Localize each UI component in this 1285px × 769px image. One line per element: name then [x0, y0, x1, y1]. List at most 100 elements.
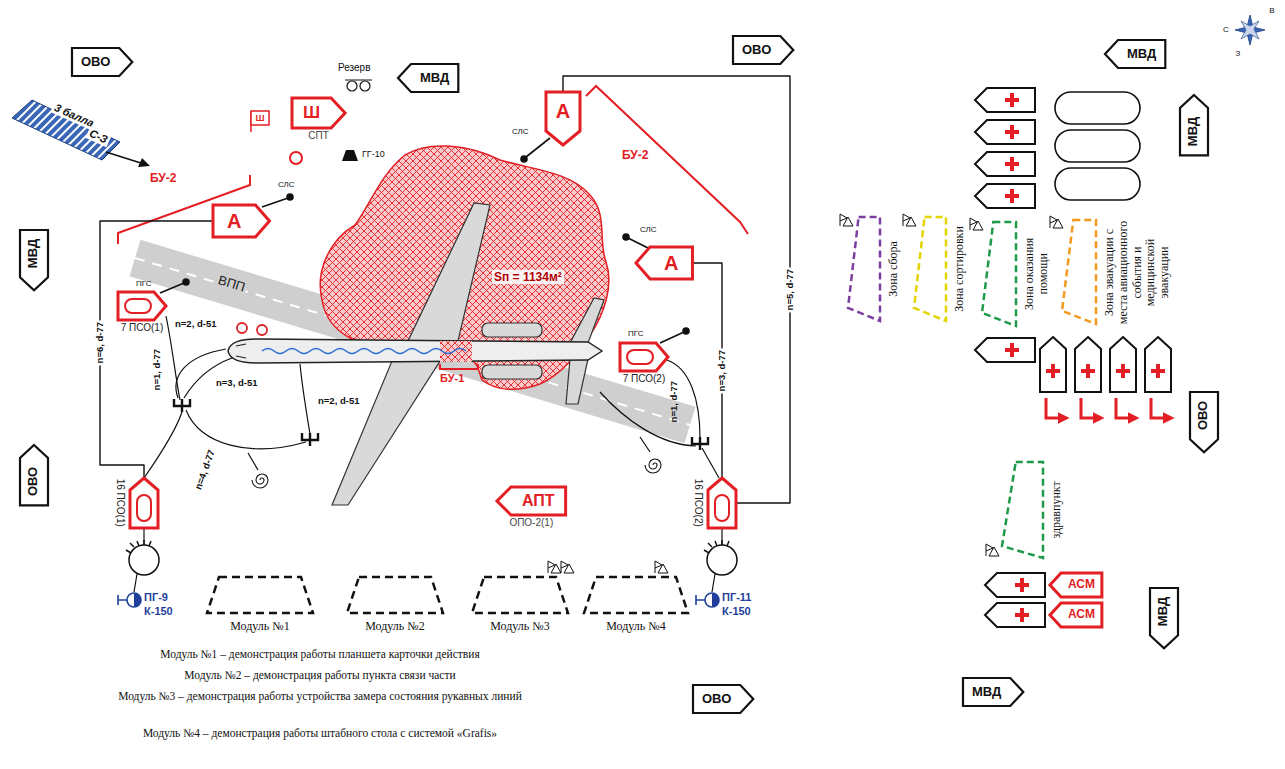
annotation: СЛС: [640, 225, 657, 235]
service-tag: МВД: [963, 678, 1023, 706]
service-tag-shape: [1150, 588, 1178, 648]
compass-rose: [1235, 15, 1265, 45]
service-name: МВД: [972, 685, 1001, 700]
nozzles: [628, 238, 648, 248]
zone-outline-shape: [914, 217, 946, 321]
fire-vehicle-shape: [292, 98, 345, 128]
medical-zone: Зона сортировки: [912, 215, 948, 323]
medical-zone: Зона сбора: [846, 215, 882, 323]
medical-zone-outline: [1060, 218, 1098, 326]
service-tag-shape: [1190, 392, 1218, 452]
service-tag: ОВО: [72, 48, 132, 76]
brackets: [440, 364, 478, 369]
vehicle-caption: ОПО-2(1): [509, 517, 553, 529]
aircraft: [262, 349, 466, 354]
fire-vehicle: ШСПТ: [292, 98, 345, 128]
medical-zone-outline: [846, 215, 882, 323]
hose-branch: [692, 437, 708, 450]
nozzle-marker: [257, 325, 267, 335]
wind-arrow: [106, 152, 144, 164]
module-area-outline: [205, 575, 315, 615]
tank-oval: [627, 350, 653, 364]
hose-lines: [667, 360, 700, 438]
nozzles: [526, 138, 550, 157]
pump-vehicle: 7 ПСО(2): [620, 343, 668, 371]
service-tag: МВД: [398, 64, 458, 92]
zone-flags: [548, 214, 1063, 573]
service-tag: МВД: [1150, 588, 1178, 648]
service-name: ОВО: [27, 467, 42, 496]
compass-rose: [1235, 15, 1265, 45]
tents: [1055, 92, 1140, 200]
nozzle-marker: [237, 323, 247, 333]
annotation: ПГ-11: [722, 591, 751, 604]
lighting-symbol: [342, 150, 358, 161]
service-tag: ОВО: [733, 36, 793, 64]
fire-vehicle: А: [213, 205, 269, 237]
zone-title: Зона сбора: [887, 215, 901, 323]
medical-zone-outline: [912, 215, 948, 323]
evacuation-arrows: [1046, 398, 1171, 418]
wind-arrow: [12, 100, 120, 160]
aircraft: [236, 344, 246, 358]
zone-title: Зона эвакуации с места авиационного собы…: [1103, 218, 1172, 326]
evacuation-arrows: [1046, 398, 1066, 418]
aircraft: [228, 203, 604, 505]
suction-loops: [126, 540, 737, 575]
ambulances: [1040, 337, 1066, 392]
module-outline-shape: [347, 577, 443, 613]
zone-outline-shape: [848, 217, 880, 321]
module-description: Модуль №2 – демонстрация работы пункта с…: [105, 669, 535, 683]
fire-vehicle: А: [636, 247, 692, 279]
suction-loops: [129, 545, 159, 575]
service-tag-shape: [963, 678, 1023, 706]
annotation: n=3, d-51: [216, 377, 257, 388]
module-area-outline: [582, 575, 690, 615]
hose-lines: [702, 448, 719, 478]
zone-outline-shape: [1002, 462, 1043, 558]
vehicle-code: Ш: [303, 103, 320, 123]
tank-oval: [715, 495, 729, 521]
nozzles: [183, 279, 189, 285]
ambulances: [975, 338, 1035, 362]
ambulances: [975, 152, 1035, 176]
wind-arrow: [138, 158, 150, 167]
annotation: ПГС: [628, 329, 644, 339]
hose-lines: [134, 316, 722, 592]
hose-lines: [300, 364, 310, 434]
service-tag-shape: [1105, 40, 1165, 68]
service-tag: МВД: [20, 230, 48, 290]
aircraft: [228, 339, 602, 363]
aircraft: [566, 359, 588, 404]
module-description: Модуль №3 – демонстрация работы устройст…: [105, 690, 535, 704]
annotation: ГГ-10: [362, 149, 385, 160]
module-title: Модуль №3: [490, 620, 550, 634]
module-area: Модуль №1: [205, 575, 315, 615]
rotated-annotation: n=1, d-77: [151, 349, 162, 390]
service-tag-shape: [733, 36, 793, 64]
ambulances: [975, 184, 1035, 208]
annotation: БУ-2: [622, 148, 648, 162]
ambulances: [975, 88, 1035, 112]
service-tag-shape: [20, 230, 48, 290]
module-outline-shape: [472, 577, 568, 613]
staff-flag: [251, 111, 269, 125]
nozzles: [287, 194, 293, 200]
hose-lines: [176, 349, 226, 398]
hose-lines: [712, 574, 715, 592]
module-outline-shape: [584, 577, 688, 613]
zone-flags: [561, 561, 574, 573]
rotated-annotation: n=4, d-77: [193, 449, 218, 492]
annotation: СЛС: [278, 180, 295, 190]
annotation: Sп = 1134м²: [492, 270, 564, 284]
aircraft: [408, 203, 490, 341]
suction-loops: [126, 540, 151, 553]
vehicle-caption: СПТ: [308, 130, 329, 142]
service-tag-shape: [693, 685, 753, 713]
evacuation-arrows: [1151, 398, 1171, 418]
hose-branch: [302, 433, 318, 446]
service-tag: ОВО: [1190, 392, 1218, 452]
medical-zone-outline: [1000, 460, 1045, 560]
vehicle-code: АСМ: [1068, 608, 1095, 622]
